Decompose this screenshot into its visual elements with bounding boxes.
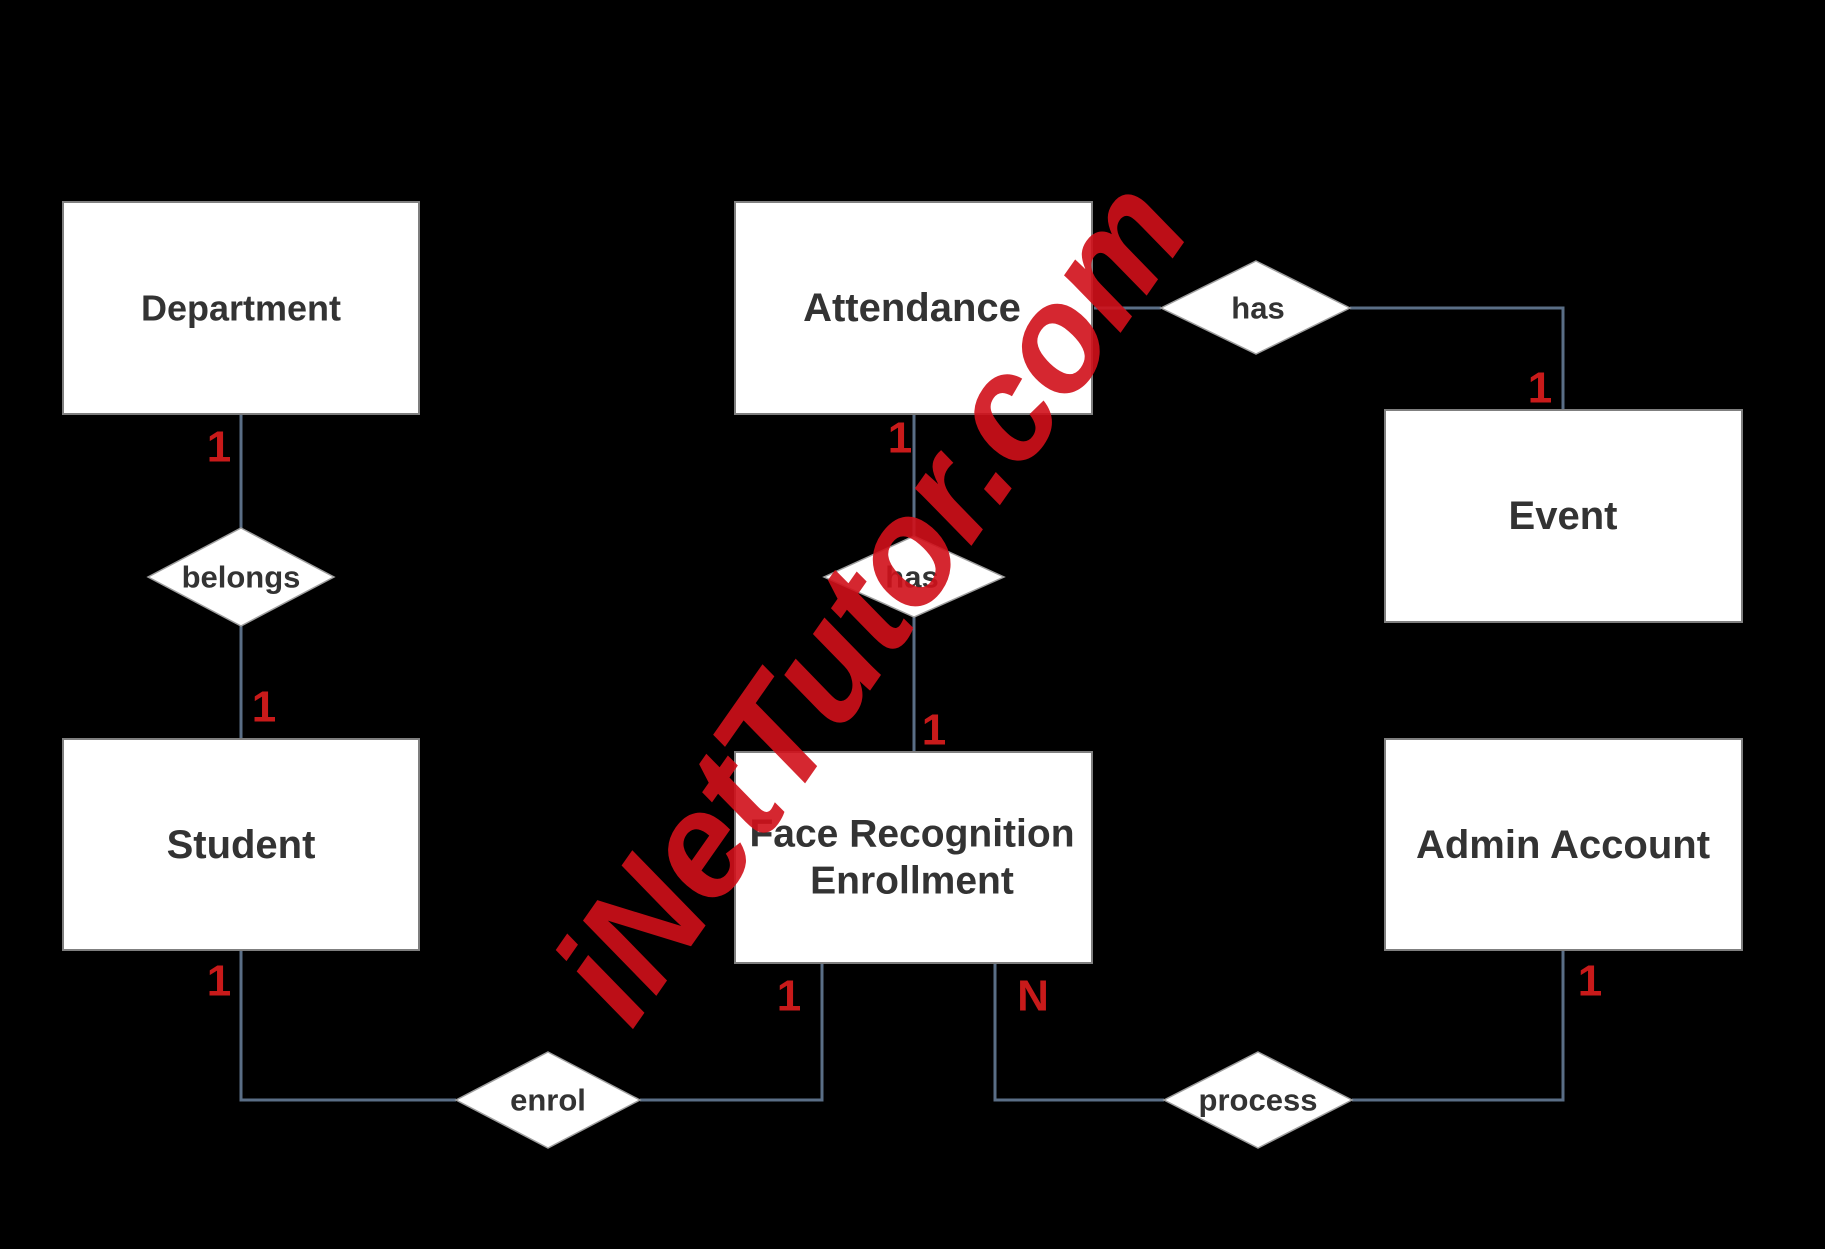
face-recognition-label-line1: Face Recognition — [749, 813, 1074, 856]
attendance-face-has-diamond — [822, 535, 1006, 618]
student-enrol-connector — [239, 950, 456, 1102]
connectors — [239, 306, 1565, 1102]
entity-attendance: Attendance — [734, 201, 1093, 415]
event-box — [1384, 409, 1743, 623]
cardinality-department-belongs: 1 — [207, 423, 231, 472]
cardinality-student-enrol: 1 — [207, 957, 231, 1006]
process-admin-connector — [1352, 950, 1565, 1102]
student-box — [62, 738, 420, 951]
admin-account-box — [1384, 738, 1743, 951]
event-label: Event — [1509, 494, 1618, 538]
entity-face-recognition-enrollment: Face Recognition Enrollment — [734, 751, 1093, 964]
attendance-face-has-label: has — [885, 560, 938, 595]
face-recognition-box — [734, 751, 1093, 964]
department-box — [62, 201, 420, 415]
process-label: process — [1199, 1083, 1318, 1118]
admin-account-label: Admin Account — [1416, 823, 1710, 867]
has-event-connector — [1350, 306, 1565, 410]
entity-admin-account: Admin Account — [1384, 738, 1743, 951]
enrol-face-connector — [640, 963, 824, 1102]
belongs-diamond — [146, 527, 336, 627]
attendance-box — [734, 201, 1093, 415]
entity-student: Student — [62, 738, 420, 951]
relationship-attendance-face-has: has — [822, 535, 1006, 618]
cardinality-face-process: N — [1017, 972, 1049, 1021]
process-diamond — [1162, 1051, 1354, 1149]
entity-department: Department — [62, 201, 420, 415]
belongs-label: belongs — [182, 560, 301, 595]
relationship-process: process — [1162, 1051, 1354, 1149]
face-process-connector — [993, 963, 1164, 1102]
cardinality-attendance-has: 1 — [888, 414, 912, 463]
cardinality-student-belongs: 1 — [252, 683, 276, 732]
face-recognition-label-line2: Enrollment — [810, 860, 1014, 903]
attendance-event-has-diamond — [1159, 260, 1352, 355]
relationship-belongs: belongs — [146, 527, 336, 627]
student-label: Student — [167, 823, 316, 867]
relationship-attendance-event-has: has — [1159, 260, 1352, 355]
cardinality-labels: 1 1 1 1 1 1 1 N 1 — [207, 364, 1602, 1021]
cardinality-event-has: 1 — [1528, 364, 1552, 413]
entity-event: Event — [1384, 409, 1743, 623]
cardinality-face-has: 1 — [922, 706, 946, 755]
attendance-label: Attendance — [803, 286, 1021, 330]
department-label: Department — [141, 288, 341, 329]
attendance-event-has-label: has — [1231, 291, 1284, 326]
cardinality-admin-process: 1 — [1578, 957, 1602, 1006]
enrol-label: enrol — [510, 1083, 586, 1118]
enrol-diamond — [454, 1051, 642, 1149]
cardinality-face-enrol: 1 — [777, 972, 801, 1021]
relationship-enrol: enrol — [454, 1051, 642, 1149]
